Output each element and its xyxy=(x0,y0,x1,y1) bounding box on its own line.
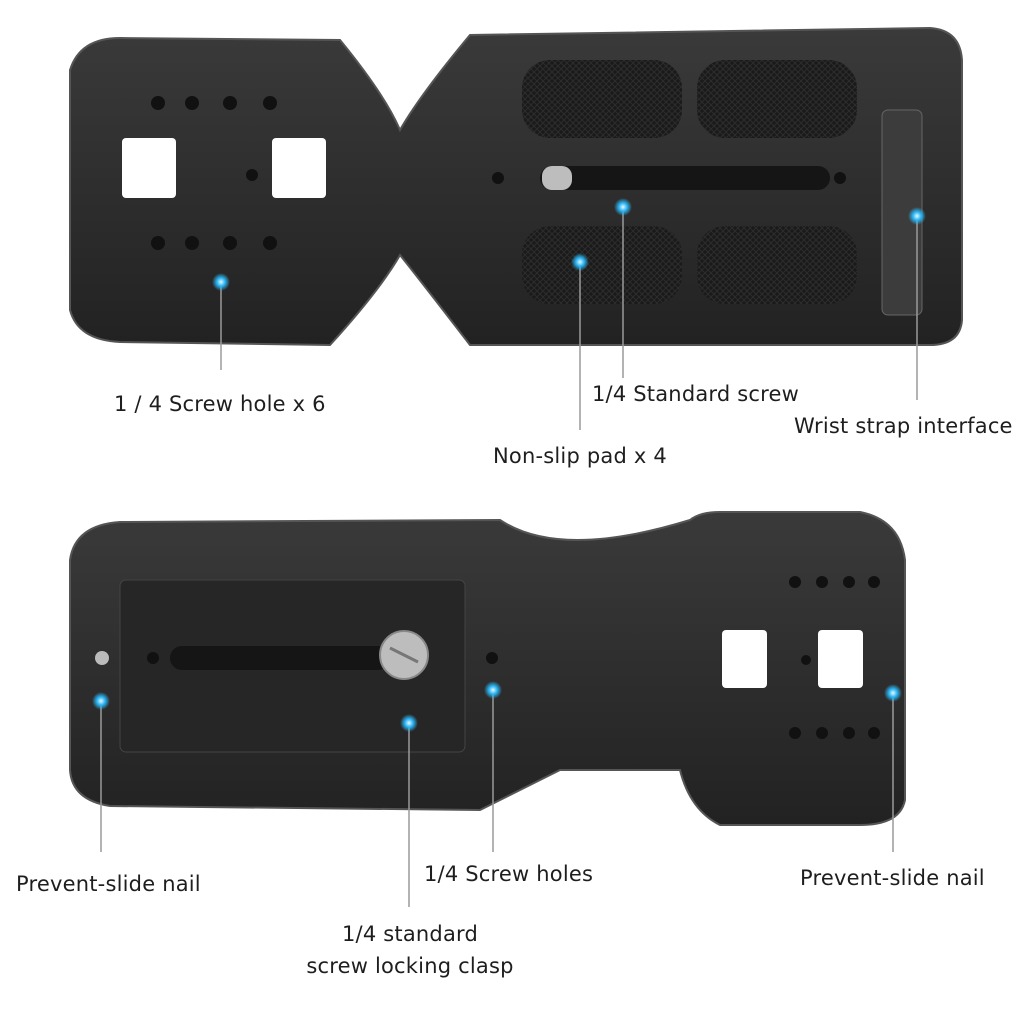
label-screw-hole-x6: 1 / 4 Screw hole x 6 xyxy=(114,392,326,416)
top-bracket xyxy=(69,26,963,347)
label-locking-clasp-line1: 1/4 standard xyxy=(341,922,479,946)
label-screw-holes: 1/4 Screw holes xyxy=(424,862,594,886)
label-locking-clasp-line2: screw locking clasp xyxy=(306,954,514,978)
label-standard-screw: 1/4 Standard screw xyxy=(592,382,800,406)
leader-lines xyxy=(100,207,918,907)
label-prevent-slide-left: Prevent-slide nail xyxy=(16,872,201,896)
label-wrist-strap: Wrist strap interface xyxy=(794,414,1013,438)
label-non-slip-pad: Non-slip pad x 4 xyxy=(493,444,667,468)
callout-markers xyxy=(92,198,926,732)
bottom-bracket xyxy=(69,511,906,826)
label-prevent-slide-right: Prevent-slide nail xyxy=(800,866,985,890)
